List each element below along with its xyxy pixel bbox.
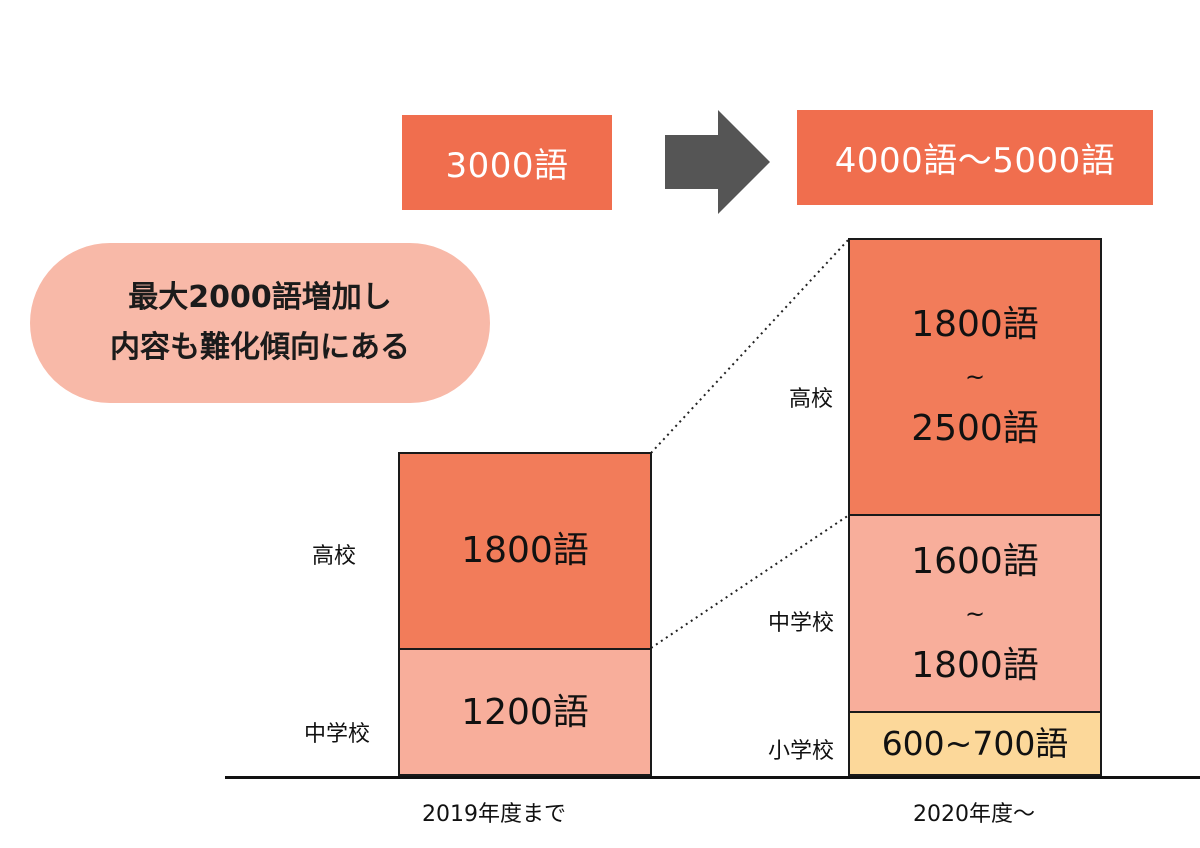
after-period-label: 2020年度〜 bbox=[913, 802, 1035, 827]
before-high-school-value: 1800語 bbox=[461, 530, 589, 571]
after-elementary-category: 小学校 bbox=[767, 739, 834, 764]
increase-note: 最大2000語増加し 内容も難化傾向にある bbox=[30, 243, 490, 403]
after-high-school-value-to: 2500語 bbox=[911, 408, 1039, 449]
after-middle-school-value-from: 1600語 bbox=[911, 540, 1039, 582]
after-high-school-segment: 1800語 ~ 2500語 bbox=[848, 238, 1102, 516]
before-middle-school-category: 中学校 bbox=[303, 722, 370, 747]
increase-note-line2: 内容も難化傾向にある bbox=[110, 330, 410, 365]
after-high-school-category: 高校 bbox=[788, 387, 833, 412]
after-middle-school-value-to: 1800語 bbox=[911, 644, 1039, 686]
before-middle-school-value: 1200語 bbox=[461, 692, 589, 733]
baseline bbox=[225, 776, 1200, 779]
before-high-school-segment: 1800語 bbox=[398, 452, 652, 650]
total-before-box: 3000語 bbox=[402, 115, 612, 210]
total-before-label: 3000語 bbox=[445, 146, 569, 186]
increase-note-line1: 最大2000語増加し bbox=[128, 280, 392, 315]
connector-line-top bbox=[650, 238, 850, 454]
after-middle-school-segment: 1600語 ~ 1800語 bbox=[848, 514, 1102, 713]
before-period-label: 2019年度まで bbox=[422, 802, 566, 827]
total-after-label: 4000語〜5000語 bbox=[834, 141, 1116, 181]
after-high-school-tilde: ~ bbox=[964, 363, 986, 391]
after-middle-school-tilde: ~ bbox=[964, 599, 986, 628]
after-high-school-value-from: 1800語 bbox=[911, 304, 1039, 345]
connector-line-bottom bbox=[650, 514, 850, 649]
after-elementary-segment: 600~700語 bbox=[848, 711, 1102, 776]
before-high-school-category: 高校 bbox=[311, 544, 356, 569]
before-middle-school-segment: 1200語 bbox=[398, 648, 652, 776]
after-elementary-value: 600~700語 bbox=[881, 724, 1069, 763]
total-after-box: 4000語〜5000語 bbox=[797, 110, 1153, 205]
after-middle-school-category: 中学校 bbox=[767, 611, 834, 636]
arrow-right-icon bbox=[665, 110, 770, 214]
